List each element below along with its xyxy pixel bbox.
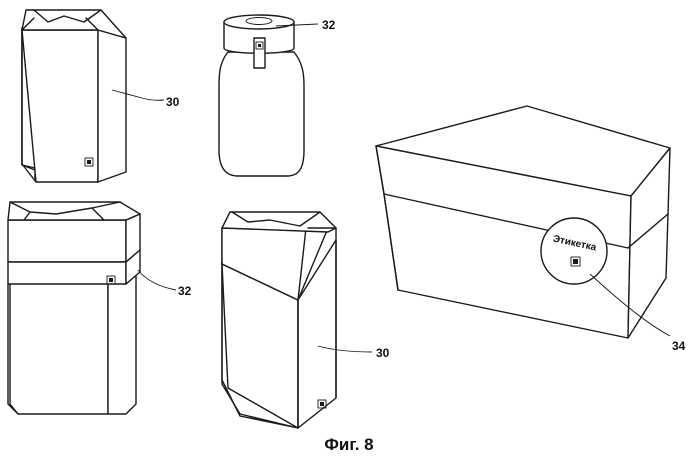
pack-bottom-left [8, 202, 140, 414]
figure-caption: Фиг. 8 [324, 435, 373, 454]
ref-30-pack: 30 [376, 346, 390, 360]
leader-line-32-pack [138, 270, 176, 290]
label-sticker [541, 218, 607, 284]
ref-32-bottle: 32 [322, 18, 336, 32]
carton-top-left [22, 10, 126, 182]
bottle [219, 15, 304, 176]
shipping-box: Этикетка [376, 106, 670, 338]
ref-30-top: 30 [166, 95, 180, 109]
ref-32-pack: 32 [178, 284, 192, 298]
ref-34-box: 34 [672, 339, 686, 353]
pack-bottom-mid [222, 212, 336, 428]
